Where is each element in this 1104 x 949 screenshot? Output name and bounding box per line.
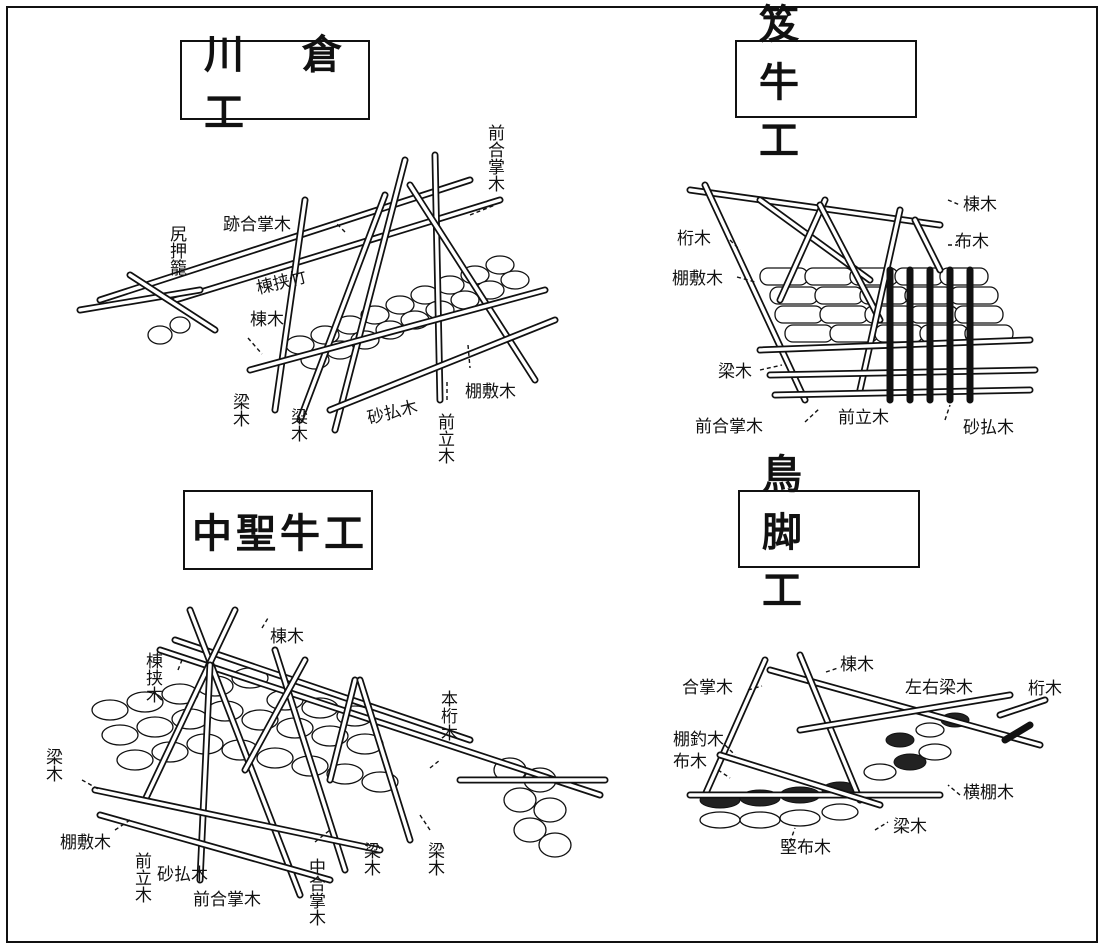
label-torikyaku-hariki: 梁木 xyxy=(893,817,927,837)
label-kagogyu-hariki: 梁木 xyxy=(718,362,752,382)
kagogyu-timbers xyxy=(686,181,1039,404)
label-kawakura-tana-shiki: 棚敷木 xyxy=(465,382,516,402)
label-kagogyu-munagi: 棟木 xyxy=(963,195,997,215)
chuseigyu-stones xyxy=(91,667,572,858)
kagogyu-drawing: 棟木 桁木 布木 棚敷木 梁木 前合掌木 前立木 砂払木 xyxy=(672,181,1039,438)
label-torikyaku-tana-tsuri: 棚釣木 xyxy=(673,730,724,750)
label-chuseigyu-mae-gassho: 前合掌木 xyxy=(193,890,261,910)
label-chuseigyu-munabasami: 棟挟木 xyxy=(142,652,163,703)
diagram-frame xyxy=(6,6,1098,943)
title-kawakura: 川 倉 工 xyxy=(180,32,370,136)
label-torikyaku-tate-nuno: 堅布木 xyxy=(780,838,831,858)
label-torikyaku-gassho: 合掌木 xyxy=(682,678,733,698)
label-torikyaku-nunogi: 布木 xyxy=(673,752,707,772)
torikyaku-drawing: 棟木 合掌木 左右梁木 桁木 棚釣木 布木 横棚木 梁木 堅布木 xyxy=(673,651,1062,858)
label-kawakura-munagi: 棟木 xyxy=(250,310,284,330)
label-torikyaku-yoko-tana: 横棚木 xyxy=(963,783,1014,803)
label-kawakura-hariki-mid: 梁木 xyxy=(287,408,308,442)
label-chuseigyu-hariki-mid: 梁木 xyxy=(360,842,381,876)
label-kawakura-shiri-oshi: 尻押籠 xyxy=(166,225,187,276)
label-kawakura-suna-harai: 砂払木 xyxy=(365,397,419,429)
kawakura-timbers xyxy=(76,151,559,434)
label-chuseigyu-suna-harai: 砂払木 xyxy=(157,865,208,885)
label-kawakura-mae-gassho: 前合掌木 xyxy=(484,124,505,192)
label-kagogyu-mae-gassho: 前合掌木 xyxy=(695,417,763,437)
label-kawakura-mae-tachi: 前立木 xyxy=(434,413,455,464)
kagogyu-leaders xyxy=(729,199,961,423)
label-chuseigyu-mae-tachi: 前立木 xyxy=(131,852,152,903)
chuseigyu-leaders xyxy=(81,617,441,843)
torikyaku-stones xyxy=(699,712,970,829)
label-chuseigyu-tana-shiki: 棚敷木 xyxy=(60,833,111,853)
label-kawakura-ato-gassho: 跡合掌木 xyxy=(223,215,291,235)
label-kagogyu-suna-harai: 砂払木 xyxy=(963,418,1014,438)
kawakura-drawing: 前合掌木 跡合掌木 尻押籠 棟挟竹 棟木 梁木 梁木 砂払木 前立木 棚敷木 xyxy=(76,124,559,464)
torikyaku-leaders xyxy=(717,667,961,843)
label-chuseigyu-hariki-left: 梁木 xyxy=(42,748,63,782)
label-kagogyu-tana-shiki: 棚敷木 xyxy=(672,269,723,289)
label-chuseigyu-hariki-right: 梁木 xyxy=(424,842,445,876)
label-torikyaku-sayu-hari: 左右梁木 xyxy=(905,678,973,698)
torikyaku-timbers xyxy=(686,651,1049,809)
kawakura-leaders xyxy=(247,204,496,400)
label-kagogyu-nunogi: 布木 xyxy=(955,232,989,252)
label-kagogyu-mae-tachi: 前立木 xyxy=(838,408,889,428)
label-kawakura-hariki-left: 梁木 xyxy=(229,393,250,427)
label-chuseigyu-munagi: 棟木 xyxy=(270,627,304,647)
title-chuseigyu: 中聖牛工 xyxy=(183,490,373,570)
chuseigyu-drawing: 棟木 棟挟木 本桁木 梁木 棚敷木 前立木 砂払木 前合掌木 中合掌木 梁木 梁… xyxy=(42,606,609,926)
label-torikyaku-ketagi: 桁木 xyxy=(1028,679,1062,699)
chuseigyu-timbers xyxy=(91,606,609,899)
label-kagogyu-ketagi: 桁木 xyxy=(677,229,711,249)
label-chuseigyu-naka-gassho: 中合掌木 xyxy=(305,858,326,926)
label-torikyaku-munagi: 棟木 xyxy=(840,655,874,675)
label-chuseigyu-hon-keta: 本桁木 xyxy=(437,690,458,741)
